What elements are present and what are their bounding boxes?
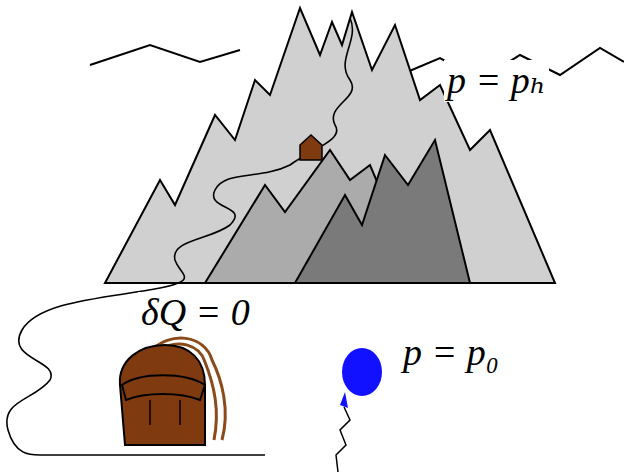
balloon-body	[342, 348, 382, 396]
ridge-line	[90, 45, 240, 65]
backpack-body	[120, 345, 205, 445]
backpack	[120, 338, 225, 445]
backpack-seam	[179, 400, 181, 425]
math-label: p = pₕ	[444, 60, 549, 102]
hut	[300, 135, 322, 160]
backpack-seam	[149, 400, 151, 425]
trail	[7, 18, 353, 455]
math-label: p = p₀	[400, 332, 502, 374]
balloon-knot	[340, 392, 348, 408]
balloon	[336, 348, 382, 472]
main-mountain	[105, 8, 555, 283]
balloon-string	[336, 407, 350, 472]
math-label: δQ = 0	[138, 292, 253, 334]
backpack-flap	[122, 375, 205, 400]
dark-mountain	[295, 140, 470, 283]
